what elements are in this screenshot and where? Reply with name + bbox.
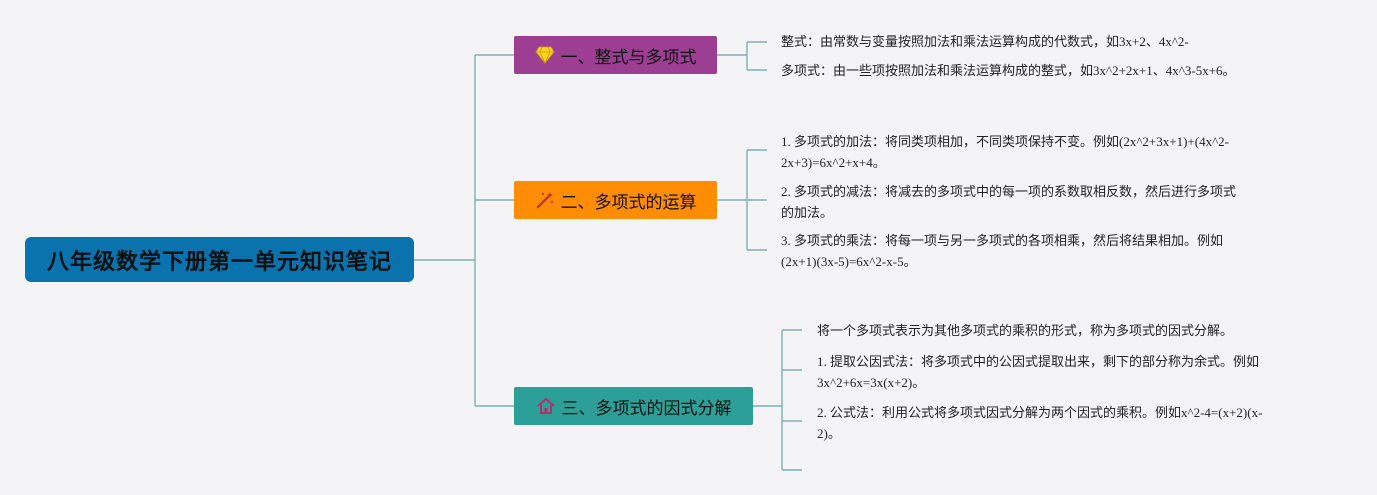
leaf-line: 2. 公式法：利用公式将多项式因式分解为两个因式的乘积。例如x^2-4=(x+2… — [817, 405, 1263, 420]
branch-factorization[interactable]: 三、多项式的因式分解 — [514, 387, 753, 425]
leaf-multiplication[interactable]: 3. 多项式的乘法：将每一项与另一多项式的各项相乘，然后将结果相加。例如 (2x… — [781, 230, 1223, 272]
leaf-monomial-definition[interactable]: 整式：由常数与变量按照加法和乘法运算构成的代数式，如3x+2、4x^2- — [781, 34, 1189, 49]
leaf-line: 的加法。 — [781, 205, 834, 220]
house-icon — [536, 396, 556, 416]
leaf-line: 2)。 — [817, 426, 841, 441]
leaf-line: 2. 多项式的减法：将减去的多项式中的每一项的系数取相反数，然后进行多项式 — [781, 184, 1237, 199]
branch-label: 二、多项式的运算 — [560, 192, 697, 213]
leaf-line: 3. 多项式的乘法：将每一项与另一多项式的各项相乘，然后将结果相加。例如 — [781, 233, 1224, 248]
leaf-line: 2x+3)=6x^2+x+4。 — [781, 155, 886, 170]
leaf-common-factor-method[interactable]: 1. 提取公因式法：将多项式中的公因式提取出来，剩下的部分称为余式。例如 3x^… — [817, 351, 1259, 393]
leaf-formula-method[interactable]: 2. 公式法：利用公式将多项式因式分解为两个因式的乘积。例如x^2-4=(x+2… — [817, 402, 1262, 444]
branch-polynomial-operations[interactable]: 二、多项式的运算 — [514, 181, 717, 219]
branch-polynomials-intro[interactable]: 一、整式与多项式 — [514, 36, 717, 74]
diamond-icon — [535, 45, 555, 65]
leaf-line: 将一个多项式表示为其他多项式的乘积的形式，称为多项式的因式分解。 — [817, 323, 1234, 338]
branch-label: 三、多项式的因式分解 — [561, 398, 732, 419]
leaf-addition[interactable]: 1. 多项式的加法：将同类项相加，不同类项保持不变。例如(2x^2+3x+1)+… — [781, 131, 1229, 173]
leaf-polynomial-definition[interactable]: 多项式：由一些项按照加法和乘法运算构成的整式，如3x^2+2x+1、4x^3-5… — [781, 63, 1236, 78]
leaf-empty[interactable] — [817, 460, 857, 478]
leaf-line: 3x^2+6x=3x(x+2)。 — [817, 375, 926, 390]
leaf-line: 1. 多项式的加法：将同类项相加，不同类项保持不变。例如(2x^2+3x+1)+… — [781, 134, 1230, 149]
leaf-line: 1. 提取公因式法：将多项式中的公因式提取出来，剩下的部分称为余式。例如 — [817, 354, 1260, 369]
root-topic[interactable]: 八年级数学下册第一单元知识笔记 — [25, 237, 414, 282]
branch-label: 一、整式与多项式 — [560, 47, 697, 68]
magic-wand-icon — [535, 190, 555, 210]
leaf-factorization-definition[interactable]: 将一个多项式表示为其他多项式的乘积的形式，称为多项式的因式分解。 — [817, 320, 1233, 341]
leaf-subtraction[interactable]: 2. 多项式的减法：将减去的多项式中的每一项的系数取相反数，然后进行多项式 的加… — [781, 181, 1236, 223]
leaf-line: (2x+1)(3x-5)=6x^2-x-5。 — [781, 254, 917, 269]
